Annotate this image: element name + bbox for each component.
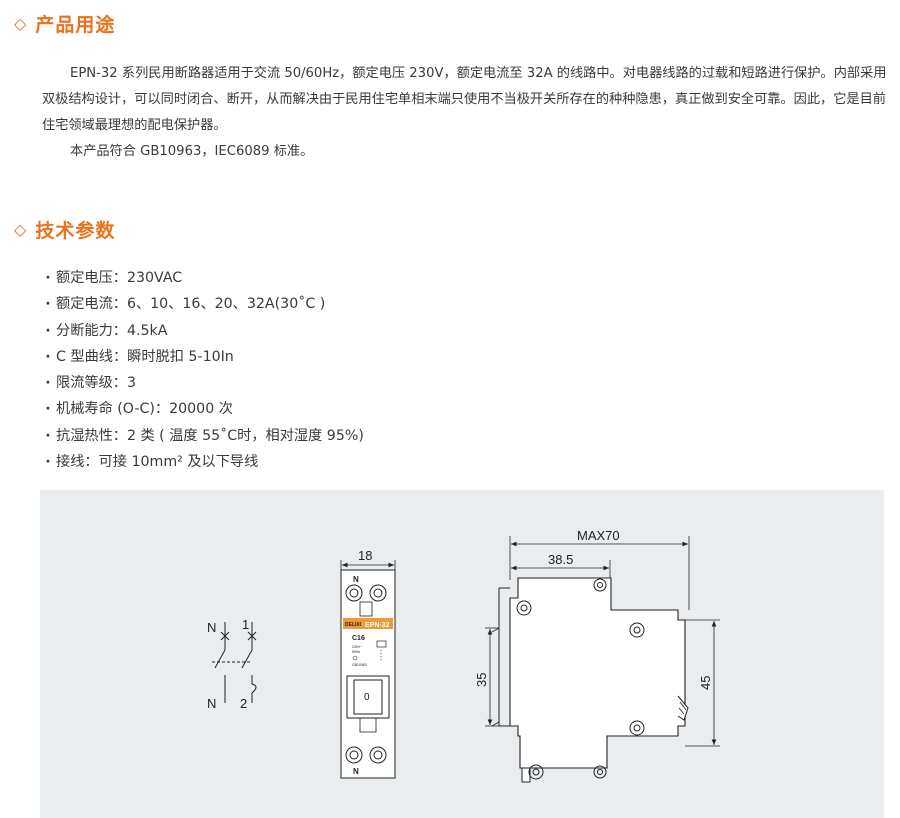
spec-item: 限流等级：3 xyxy=(40,370,364,396)
body-height-dimension: 45 xyxy=(698,676,713,690)
breaker-side-view: MAX70 38.5 xyxy=(474,528,720,783)
fine-print-frequency: 50Hz xyxy=(352,650,360,654)
section-title-text: 产品用途 xyxy=(35,14,116,36)
rating-label: C16 xyxy=(352,635,365,642)
section-title-text: 技术参数 xyxy=(35,220,116,242)
front-bottom-terminal-label: N xyxy=(353,767,359,776)
fine-print-standard: GB10963 xyxy=(352,663,367,667)
brand-logo: DELIXI xyxy=(345,622,362,628)
dimension-diagram: N 1 N 2 18 N DELIXI EPN-32 C16 xyxy=(207,528,720,783)
spec-list: 额定电压：230VAC 额定电流：6、10、16、20、32A(30˚C ) 分… xyxy=(40,265,364,475)
section-title-usage: ◇ 产品用途 xyxy=(14,10,115,37)
spec-item: 抗湿热性：2 类 ( 温度 55˚C时，相对湿度 95%) xyxy=(40,423,364,449)
model-name: EPN-32 xyxy=(365,622,390,629)
front-top-terminal-label: N xyxy=(353,575,359,584)
fine-print-voltage: 230V~ xyxy=(352,645,362,649)
schematic-label-top-left: N xyxy=(207,620,216,635)
diamond-outline-icon: ◇ xyxy=(14,14,28,33)
max-length-dimension: MAX70 xyxy=(577,528,620,543)
circuit-schematic xyxy=(212,622,257,703)
dimension-diagram-panel: N 1 N 2 18 N DELIXI EPN-32 C16 xyxy=(40,490,884,818)
breaker-front-view: 18 N DELIXI EPN-32 C16 230V~ 50Hz GB1096… xyxy=(340,548,396,779)
standards-paragraph: 本产品符合 GB10963，IEC6089 标准。 xyxy=(70,144,314,159)
description-paragraph: EPN-32 系列民用断路器适用于交流 50/60Hz，额定电压 230V，额定… xyxy=(42,66,887,133)
diamond-outline-icon: ◇ xyxy=(14,220,28,239)
spec-item: 分断能力：4.5kA xyxy=(40,318,364,344)
rail-height-dimension: 35 xyxy=(474,673,489,687)
product-description: EPN-32 系列民用断路器适用于交流 50/60Hz，额定电压 230V，额定… xyxy=(42,61,888,165)
handle-off-mark: 0 xyxy=(364,692,370,703)
model-label-strip xyxy=(343,618,393,629)
schematic-label-bottom-right: 2 xyxy=(240,696,247,711)
spec-item: 额定电压：230VAC xyxy=(40,265,364,291)
spec-item: 接线：可接 10mm² 及以下导线 xyxy=(40,449,364,475)
spec-item: C 型曲线：瞬时脱扣 5-10In xyxy=(40,344,364,370)
spec-item: 机械寿命 (O-C)：20000 次 xyxy=(40,396,364,422)
spec-item: 额定电流：6、10、16、20、32A(30˚C ) xyxy=(40,291,364,317)
depth-dimension: 38.5 xyxy=(548,552,573,567)
schematic-label-top-right: 1 xyxy=(242,617,249,632)
section-title-specs: ◇ 技术参数 xyxy=(14,216,115,243)
front-width-dimension: 18 xyxy=(358,548,372,563)
schematic-label-bottom-left: N xyxy=(207,696,216,711)
